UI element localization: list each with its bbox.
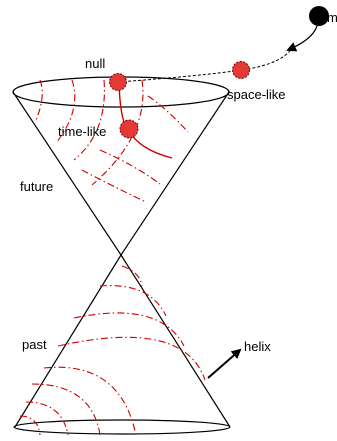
past-cone-base — [13, 419, 231, 435]
future-label: future — [20, 179, 53, 194]
helix-curve — [57, 336, 206, 381]
mass-label: m — [327, 10, 337, 25]
future-helix-curves — [35, 79, 189, 203]
future-cone-right-edge — [120, 91, 230, 256]
helix-curve — [25, 401, 69, 436]
past-label: past — [22, 337, 47, 352]
past-cone-left-edge — [14, 254, 122, 428]
trajectory-arrow — [286, 21, 319, 52]
future-cone-left-edge — [12, 91, 122, 256]
past-cone-right-edge — [120, 254, 231, 428]
helix-label: helix — [244, 339, 271, 354]
helix-curve — [31, 383, 101, 436]
null-particle — [109, 73, 127, 91]
time-like-particle — [119, 119, 139, 139]
null-label: null — [85, 56, 105, 71]
past-cone — [13, 254, 231, 435]
past-helix-curves — [19, 265, 206, 436]
helix-curve — [121, 265, 143, 287]
helix-arrow — [207, 348, 242, 379]
helix-curve — [91, 79, 144, 186]
helix-curve — [35, 79, 43, 121]
helix-curve — [147, 95, 189, 133]
helix-curve — [55, 79, 76, 144]
space-like-particle — [232, 61, 250, 79]
helix-curve — [99, 149, 161, 185]
helix-curve — [73, 312, 185, 347]
helix-curve — [43, 366, 137, 436]
time-like-label: time-like — [58, 124, 106, 139]
space-like-label: space-like — [227, 87, 286, 102]
helix-curve — [73, 79, 105, 161]
mass-point — [309, 6, 329, 26]
helix-curve — [19, 415, 41, 436]
helix-curve — [81, 169, 147, 203]
